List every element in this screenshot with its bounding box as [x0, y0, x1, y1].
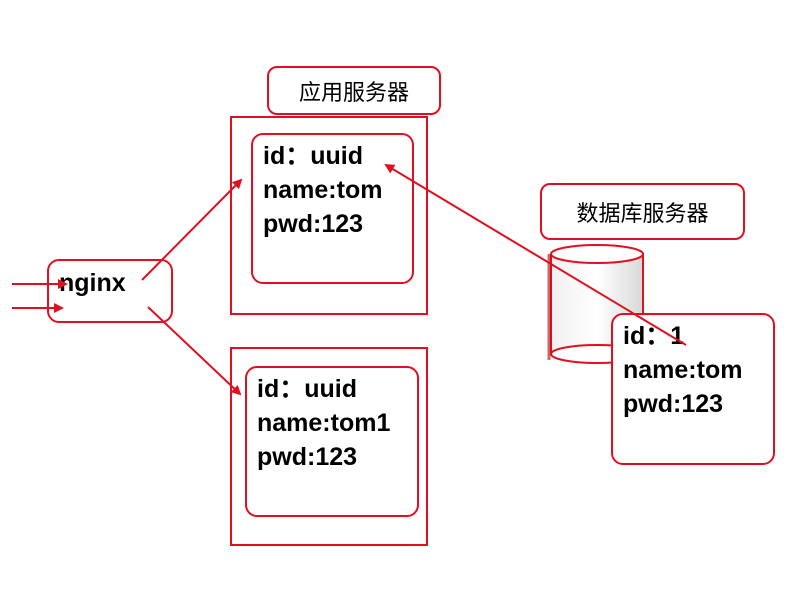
record-id: id：1 — [623, 322, 685, 350]
record-id: id：uuid — [263, 142, 363, 170]
record-pwd: pwd:123 — [257, 443, 358, 471]
db-server-label: 数据库服务器 — [540, 183, 745, 240]
nginx-label: nginx — [59, 269, 126, 297]
record-id: id：uuid — [257, 375, 357, 403]
record-pwd: pwd:123 — [263, 210, 364, 238]
app-record-card-2: id：uuid name:tom1 pwd:123 — [245, 366, 419, 517]
record-name: name:tom — [263, 176, 383, 204]
record-name: name:tom — [623, 356, 743, 384]
db-record-card: id：1 name:tom pwd:123 — [611, 313, 775, 465]
record-pwd: pwd:123 — [623, 390, 724, 418]
app-server-label: 应用服务器 — [267, 66, 441, 115]
app-record-card-1: id：uuid name:tom pwd:123 — [251, 133, 414, 284]
record-name: name:tom1 — [257, 409, 391, 437]
nginx-node: nginx — [47, 259, 173, 323]
